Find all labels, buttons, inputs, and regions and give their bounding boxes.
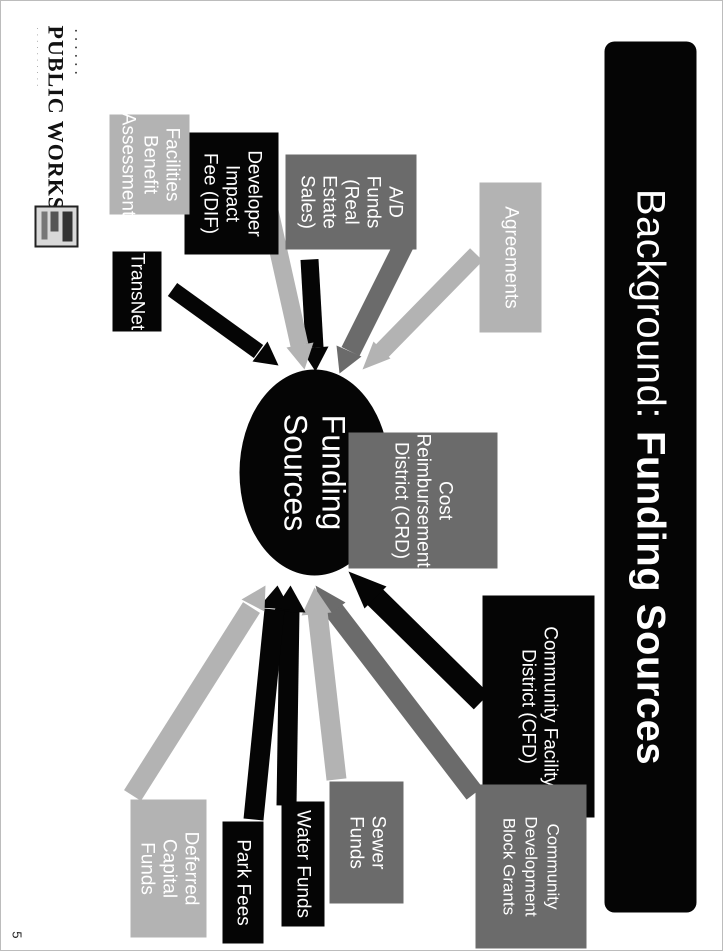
box-ad: A/D Funds (Real Estate Sales) bbox=[285, 154, 416, 249]
arrow-deferred bbox=[123, 585, 265, 801]
logo-text: PUBLIC WORKS bbox=[43, 25, 68, 210]
arrow-agreements bbox=[362, 247, 483, 369]
box-transnet: TransNet bbox=[112, 251, 161, 331]
logo-tagline: · · · · · · · · · · bbox=[33, 27, 40, 87]
box-cdbg: Community Development Block Grants bbox=[475, 784, 586, 948]
arrow-ad bbox=[336, 234, 415, 373]
box-agreements: Agreements bbox=[479, 182, 541, 332]
box-water: Water Funds bbox=[281, 801, 324, 926]
box-fba: Facilities Benefit Assessment bbox=[109, 112, 189, 216]
box-park: Park Fees bbox=[222, 821, 263, 943]
box-sewer: Sewer Funds bbox=[329, 781, 403, 903]
public-works-logo: • • • • • • PUBLIC WORKS · · · · · · · ·… bbox=[14, 25, 84, 325]
box-dif: Developer Impact Fee (DIF) bbox=[184, 132, 278, 254]
arrow-transnet bbox=[167, 282, 278, 365]
arrow-sewer bbox=[301, 587, 346, 781]
page-number: 5 bbox=[9, 930, 24, 938]
box-deferred: Deferred Capital Funds bbox=[130, 799, 206, 937]
arrow-cfd bbox=[348, 571, 489, 709]
city-seal-icon bbox=[34, 205, 78, 247]
arrow-park bbox=[243, 585, 290, 820]
logo-dots: • • • • • • bbox=[71, 29, 78, 76]
box-crd: Cost Reimbursement District (CRD) bbox=[348, 432, 497, 568]
